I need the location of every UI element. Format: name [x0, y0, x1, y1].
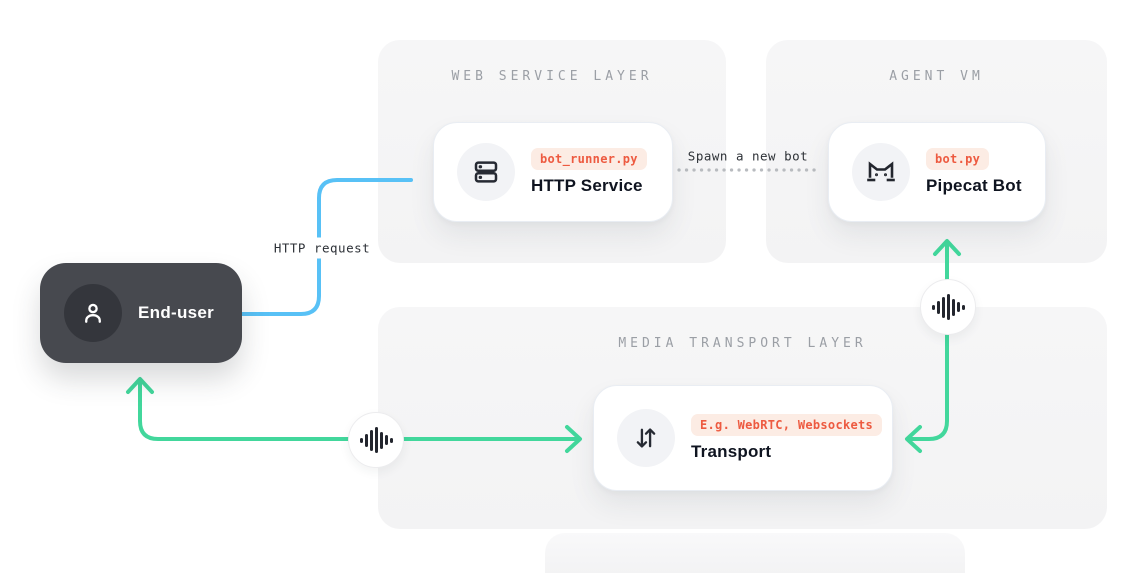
badge-transport-examples: E.g. WebRTC, Websockets [691, 414, 883, 436]
user-icon [64, 284, 122, 342]
bottom-peek-panel [545, 533, 965, 573]
waveform-icon [920, 279, 976, 335]
server-icon [457, 143, 515, 201]
badge-bot-py: bot.py [926, 148, 990, 170]
node-http-service: bot_runner.py HTTP Service [433, 122, 673, 222]
waveform-icon [348, 412, 404, 468]
node-title-http-service: HTTP Service [531, 176, 643, 195]
node-title-end-user: End-user [138, 303, 215, 322]
node-end-user: End-user [40, 263, 242, 363]
badge-bot-runner: bot_runner.py [531, 148, 647, 170]
node-transport: E.g. WebRTC, Websockets Transport [593, 385, 893, 491]
node-pipecat-bot: bot.py Pipecat Bot [828, 122, 1046, 222]
node-title-pipecat-bot: Pipecat Bot [926, 176, 1022, 195]
panel-title-web-service-layer: WEB SERVICE LAYER [451, 69, 653, 84]
edge-label-http-request: HTTP request [265, 237, 379, 259]
pipecat-cat-icon [852, 143, 910, 201]
node-title-transport: Transport [691, 442, 772, 461]
panel-title-agent-vm: AGENT VM [889, 69, 984, 84]
edge-label-spawn-bot: Spawn a new bot [687, 148, 809, 164]
transfer-arrows-icon [617, 409, 675, 467]
panel-title-media-transport-layer: MEDIA TRANSPORT LAYER [618, 336, 867, 351]
